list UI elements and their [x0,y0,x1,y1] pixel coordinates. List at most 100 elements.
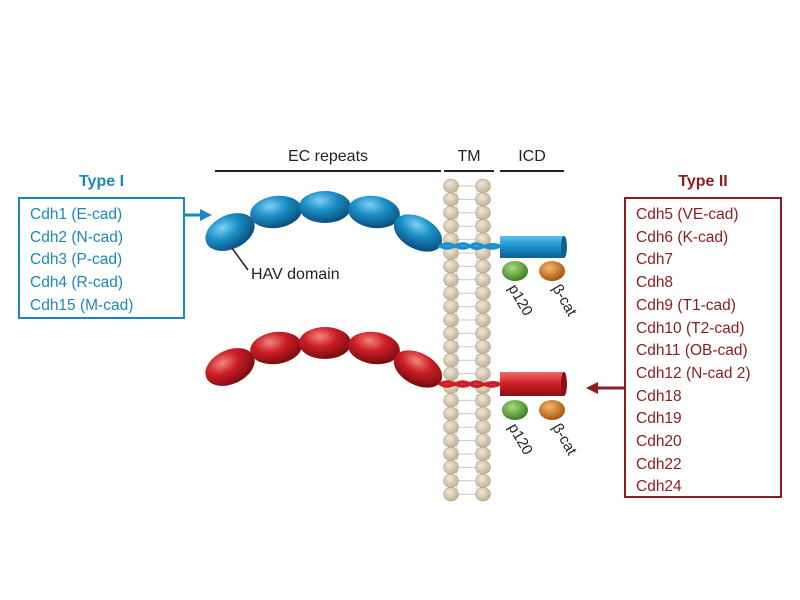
transmembrane-segment [437,242,504,251]
lipid-head [443,192,459,207]
hav-domain-label: HAV domain [251,266,340,283]
intracellular-domain-cap [561,236,567,258]
type-1-arrow [185,209,212,221]
lipid-bilayer [443,178,491,502]
lipid-head [443,433,459,448]
lipid-head [475,259,491,274]
p120-label-bottom: p120 [505,421,536,458]
lipid-head [443,339,459,354]
ec-repeat-domain [393,214,443,252]
lipid-head [443,178,459,194]
lipid-head [475,406,491,421]
beta-catenin-bead [539,400,565,420]
lipid-head [475,286,491,301]
type-1-item: Cdh1 (E-cad) [30,206,123,223]
type-2-title: Type II [678,173,728,190]
ec-repeat-domain [393,350,443,388]
ec-repeat-domain [299,191,351,223]
intracellular-domain-cap [561,372,567,396]
type-2-arrow [586,382,624,394]
beta-catenin-bead [539,261,565,281]
lipid-head [443,446,459,462]
ec-repeat-domain [299,327,351,359]
type-2-item: Cdh7 [636,251,674,269]
lipid-head [475,178,491,194]
ec-repeat-domain [250,195,302,229]
lipid-head [443,487,459,502]
lipid-head [443,460,459,475]
tm-header: TM [457,148,481,165]
type-1-list: Cdh1 (E-cad) Cdh2 (N-cad) Cdh3 (P-cad) C… [18,197,185,319]
ec-repeats-underline [215,170,441,172]
type-2-item: Cdh12 (N-cad 2) [636,364,751,382]
lipid-head [443,366,459,381]
type-1-item: Cdh2 (N-cad) [30,228,124,246]
type-2-item: Cdh22 [636,455,682,473]
lipid-head [475,192,491,207]
ec-repeat-domain [205,348,255,386]
type-2-item: Cdh5 (VE-cad) [636,206,739,223]
type-1-item: Cdh4 (R-cad) [30,274,124,292]
type-2-item: Cdh24 [636,478,682,496]
type-2-item: Cdh20 [636,433,682,451]
beta-cat-label-top: β-cat [549,282,581,320]
type-2-item: Cdh10 (T2-cad) [636,319,745,337]
type-2-cadherin [205,327,567,420]
lipid-head [475,393,491,408]
lipid-head [443,393,459,408]
lipid-head [475,460,491,475]
lipid-head [475,433,491,448]
lipid-head [443,299,459,314]
type-2-item: Cdh6 (K-cad) [636,228,729,246]
type-2-item: Cdh8 [636,274,674,292]
lipid-head [443,272,459,287]
ec-repeat-domain [348,331,400,365]
hav-domain-pointer [231,247,249,271]
beta-cat-label-bottom: β-cat [549,421,581,459]
lipid-head [475,366,491,381]
type-2-item: Cdh19 [636,410,682,428]
intracellular-domain [500,372,564,396]
type-1-title: Type I [78,173,125,190]
lipid-head [443,312,459,328]
lipid-head [475,326,491,341]
type-1-item: Cdh3 (P-cad) [30,251,123,269]
p120-label-top: p120 [505,282,536,319]
p120-bead [502,400,528,420]
lipid-head [443,353,459,368]
ec-repeat-domain [250,331,302,365]
ec-repeat-domain [205,213,255,251]
transmembrane-segment [437,380,504,389]
lipid-head [475,487,491,502]
type-2-item: Cdh11 (OB-cad) [636,342,748,360]
type-2-item: Cdh9 (T1-cad) [636,296,736,314]
lipid-head [443,420,459,435]
lipid-head [475,205,491,220]
tm-underline [444,170,494,172]
lipid-head [475,473,491,488]
type-2-list: Cdh5 (VE-cad) Cdh6 (K-cad) Cdh7 Cdh8 Cdh… [624,197,782,498]
lipid-head [475,312,491,328]
ec-repeat-domain [348,195,400,229]
lipid-head [443,259,459,274]
type-2-item: Cdh18 [636,387,682,405]
lipid-head [443,286,459,301]
lipid-head [475,446,491,462]
lipid-head [443,326,459,341]
type-1-item: Cdh15 (M-cad) [30,296,134,314]
intracellular-domain [500,236,564,258]
lipid-head [475,339,491,354]
icd-underline [500,170,564,172]
lipid-head [443,406,459,421]
lipid-head [475,219,491,234]
p120-bead [502,261,528,281]
lipid-head [475,420,491,435]
lipid-head [443,205,459,220]
ec-repeats-header: EC repeats [287,148,369,165]
lipid-head [443,219,459,234]
lipid-head [475,272,491,287]
lipid-head [443,473,459,488]
lipid-head [475,353,491,368]
icd-header: ICD [518,148,546,165]
